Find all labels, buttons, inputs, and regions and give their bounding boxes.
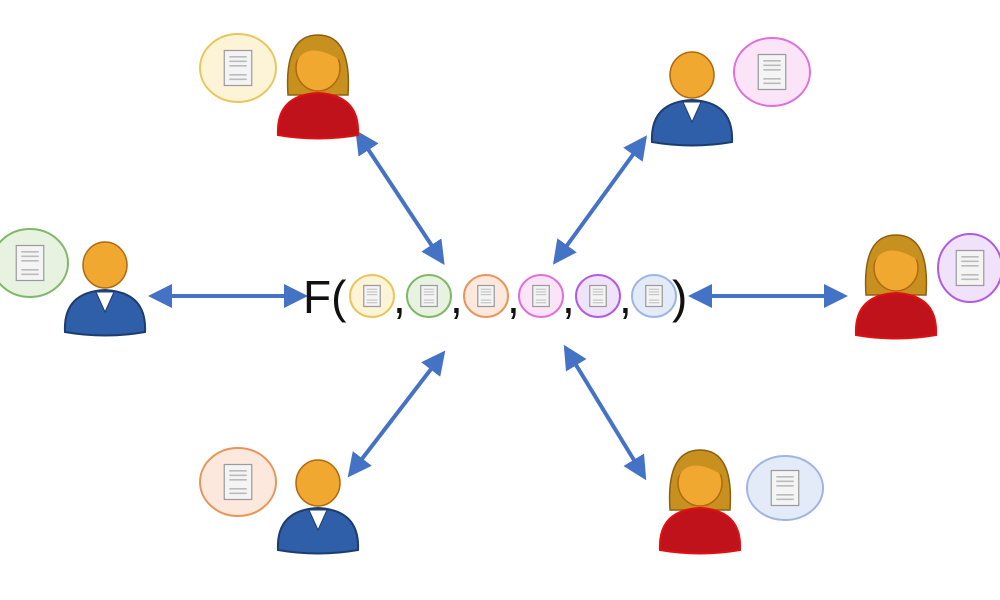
document-icon xyxy=(770,469,800,507)
document-icon xyxy=(532,284,550,308)
female-user-icon-top-left xyxy=(276,34,360,140)
separator-comma: , xyxy=(450,271,463,323)
document-icon xyxy=(15,244,45,282)
formula-argument-5 xyxy=(575,274,621,318)
bidirectional-arrow-bottom-right xyxy=(563,344,647,481)
bidirectional-arrow-bottom-left xyxy=(347,350,446,478)
function-label: F( xyxy=(303,271,347,323)
formula-argument-4 xyxy=(518,274,564,318)
document-icon xyxy=(223,49,253,87)
document-circle-bottom-right xyxy=(746,455,824,521)
male-user-icon-left xyxy=(63,241,147,337)
document-icon xyxy=(223,463,253,501)
bidirectional-arrow-top-right xyxy=(552,135,648,265)
male-user-icon-top-right xyxy=(650,51,734,147)
document-icon xyxy=(420,284,438,308)
bidirectional-arrow-top-left xyxy=(355,129,445,266)
document-icon xyxy=(363,284,381,308)
formula-argument-3 xyxy=(463,274,509,318)
document-circle-left xyxy=(0,228,69,298)
function-formula: F( ) ,,,,, xyxy=(303,271,687,323)
document-icon xyxy=(955,249,985,287)
separator-comma: , xyxy=(393,271,406,323)
participants xyxy=(0,33,1000,555)
document-circle-bottom-left xyxy=(199,447,277,517)
document-icon xyxy=(757,53,787,91)
close-paren: ) xyxy=(672,271,687,323)
document-icon xyxy=(645,284,663,308)
document-circle-top-right xyxy=(733,37,811,107)
formula-argument-6 xyxy=(631,274,677,318)
head xyxy=(295,459,341,507)
separator-comma: , xyxy=(562,271,575,323)
male-user-icon-bottom-left xyxy=(276,459,360,555)
document-circle-right xyxy=(937,233,1000,303)
formula-argument-1 xyxy=(349,274,395,318)
document-circle-top-left xyxy=(199,33,277,103)
document-icon xyxy=(477,284,495,308)
separator-comma: , xyxy=(507,271,520,323)
head xyxy=(82,241,128,289)
document-icon xyxy=(589,284,607,308)
formula-argument-2 xyxy=(406,274,452,318)
head xyxy=(669,51,715,99)
arrows xyxy=(148,129,848,481)
separator-comma: , xyxy=(619,271,632,323)
female-user-icon-bottom-right xyxy=(658,449,742,555)
female-user-icon-right xyxy=(854,234,938,340)
